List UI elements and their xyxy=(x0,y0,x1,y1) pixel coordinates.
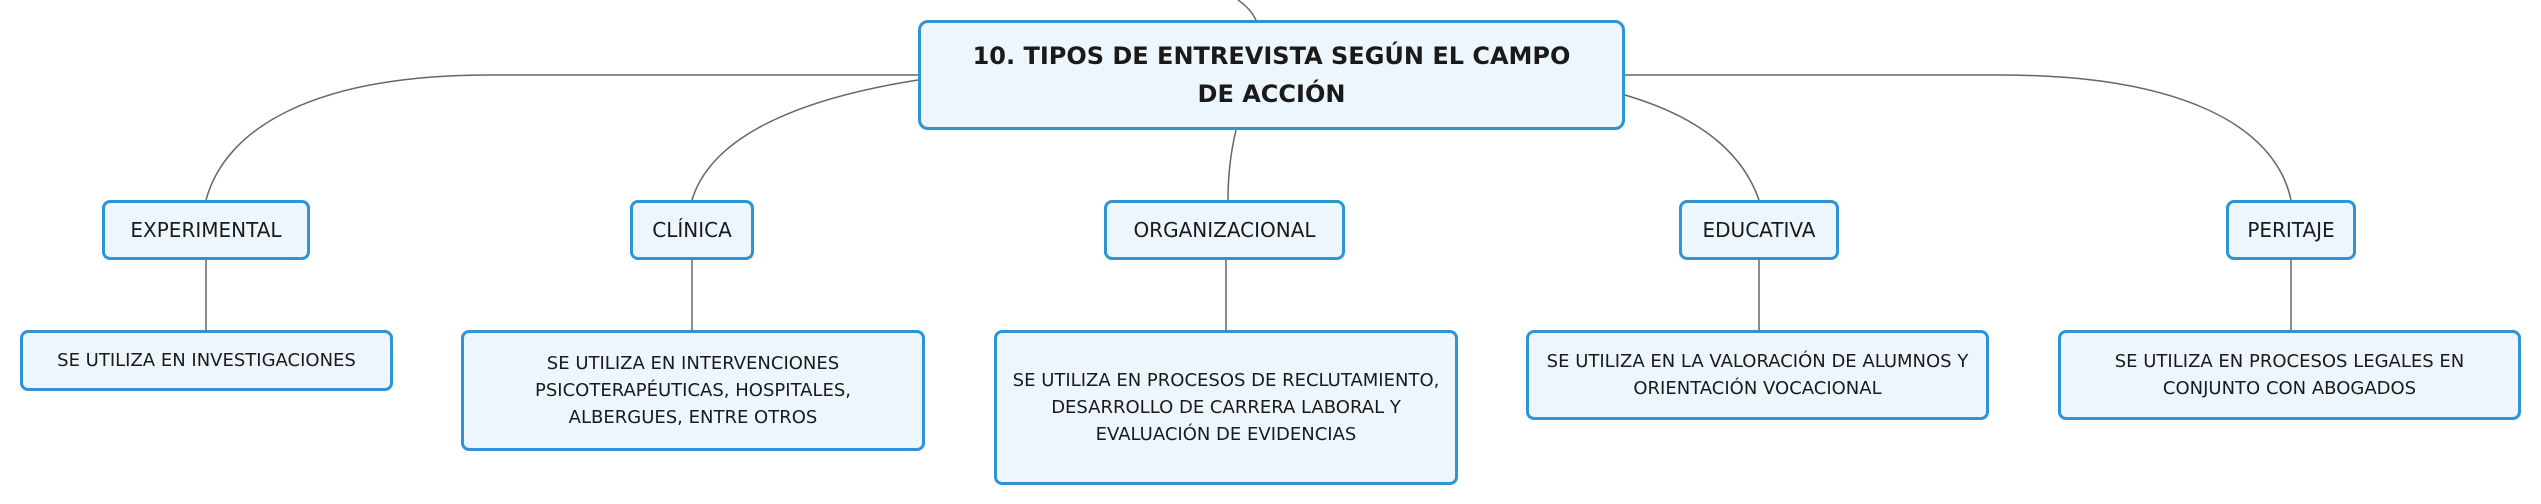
branch-experimental[interactable]: EXPERIMENTAL xyxy=(102,200,310,260)
detail-educativa[interactable]: SE UTILIZA EN LA VALORACIÓN DE ALUMNOS Y… xyxy=(1526,330,1989,420)
branch-organizacional[interactable]: ORGANIZACIONAL xyxy=(1104,200,1345,260)
detail-text: SE UTILIZA EN INVESTIGACIONES xyxy=(57,350,356,371)
detail-text: SE UTILIZA EN INTERVENCIONES PSICOTERAPÉ… xyxy=(535,353,851,428)
detail-experimental[interactable]: SE UTILIZA EN INVESTIGACIONES xyxy=(20,330,393,391)
connector-root-experimental xyxy=(205,74,918,201)
detail-text: SE UTILIZA EN LA VALORACIÓN DE ALUMNOS Y… xyxy=(1546,351,1969,399)
branch-label: PERITAJE xyxy=(2247,218,2335,242)
detail-clinica[interactable]: SE UTILIZA EN INTERVENCIONES PSICOTERAPÉ… xyxy=(461,330,925,451)
branch-educativa[interactable]: EDUCATIVA xyxy=(1679,200,1839,260)
branch-peritaje[interactable]: PERITAJE xyxy=(2226,200,2356,260)
branch-label: ORGANIZACIONAL xyxy=(1133,218,1316,242)
branch-label: CLÍNICA xyxy=(652,218,732,242)
connector-root-clinica xyxy=(691,79,919,201)
connector-root-educativa xyxy=(1624,94,1760,201)
connector-top-stub xyxy=(1237,0,1257,21)
detail-organizacional[interactable]: SE UTILIZA EN PROCESOS DE RECLUTAMIENTO,… xyxy=(994,330,1458,485)
branch-label: EDUCATIVA xyxy=(1702,218,1816,242)
detail-text: SE UTILIZA EN PROCESOS DE RECLUTAMIENTO,… xyxy=(1012,370,1440,445)
root-topic-label: 10. TIPOS DE ENTREVISTA SEGÚN EL CAMPO D… xyxy=(972,42,1571,108)
branch-clinica[interactable]: CLÍNICA xyxy=(630,200,754,260)
connector-root-peritaje xyxy=(1625,74,2292,201)
branch-label: EXPERIMENTAL xyxy=(130,218,282,242)
connector-root-organizacional xyxy=(1227,129,1237,201)
root-topic[interactable]: 10. TIPOS DE ENTREVISTA SEGÚN EL CAMPO D… xyxy=(918,20,1625,130)
detail-peritaje[interactable]: SE UTILIZA EN PROCESOS LEGALES EN CONJUN… xyxy=(2058,330,2521,420)
detail-text: SE UTILIZA EN PROCESOS LEGALES EN CONJUN… xyxy=(2114,351,2465,399)
